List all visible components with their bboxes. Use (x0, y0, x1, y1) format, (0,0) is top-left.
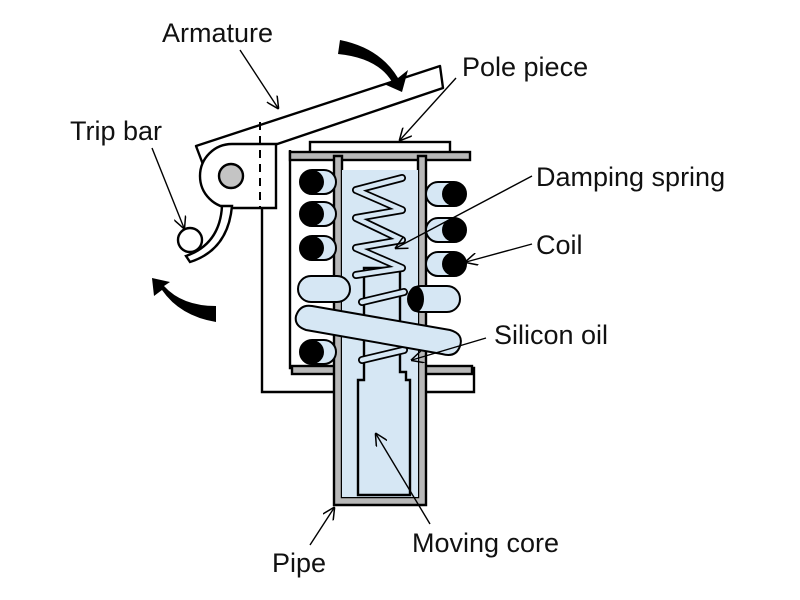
pole-piece (288, 140, 472, 162)
pivot-pin (217, 162, 245, 190)
label-pipe: Pipe (272, 548, 326, 578)
label-trip-bar: Trip bar (70, 116, 162, 146)
label-coil: Coil (536, 230, 583, 260)
label-armature: Armature (162, 18, 273, 48)
label-silicon-oil: Silicon oil (494, 320, 608, 350)
clockwise-rotation-arrow (338, 40, 408, 92)
label-moving-core: Moving core (412, 528, 559, 558)
leader-lines (151, 49, 533, 546)
label-pole-piece: Pole piece (462, 52, 588, 82)
counterclockwise-rotation-arrow (152, 278, 216, 322)
trip-bar (176, 226, 204, 254)
coil (294, 169, 467, 365)
label-damping-spring: Damping spring (536, 162, 725, 192)
